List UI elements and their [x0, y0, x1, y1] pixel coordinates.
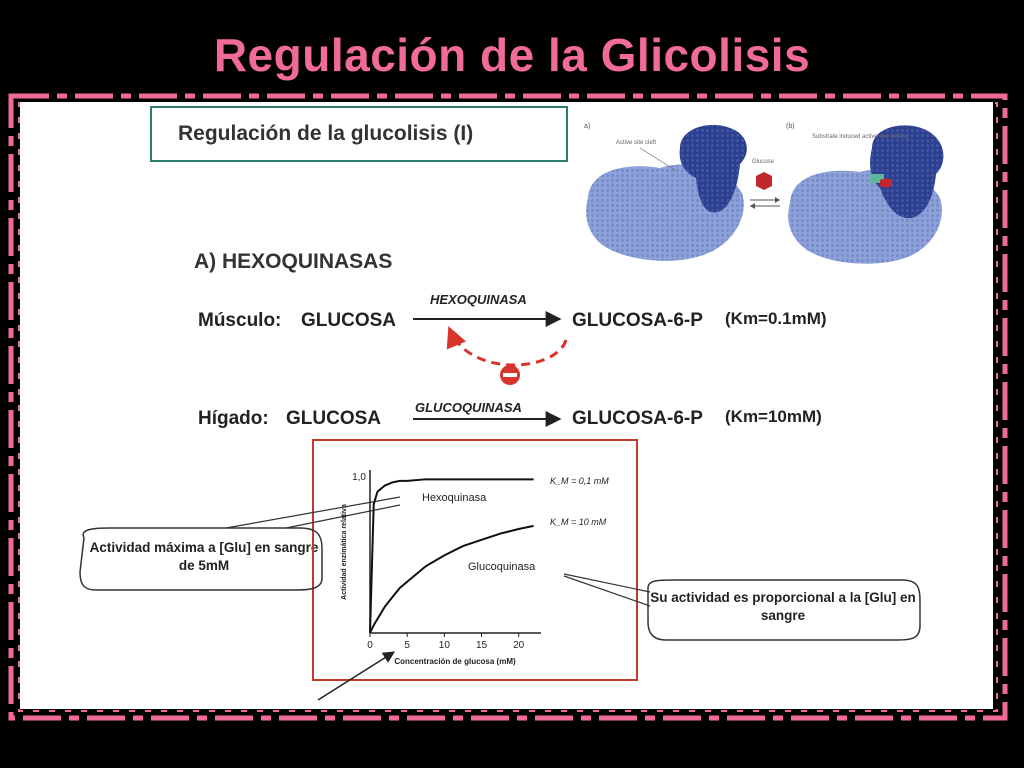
induced-fit-note: Substrate induced active site folding — [812, 134, 908, 140]
x-tick-label-5: 5 — [404, 640, 410, 651]
x-tick-label-0: 0 — [367, 640, 373, 651]
panel-b-label: (b) — [786, 123, 795, 130]
enzyme-activity-chart: 1,0 Actividad enzimática relativa Concen… — [341, 470, 609, 666]
glucose-molecule-icon — [756, 172, 772, 190]
liver-tissue-label: Hígado: — [198, 408, 269, 429]
liver-km-label: (Km=10mM) — [725, 407, 822, 426]
hexokinase-curve-label: Hexoquinasa — [422, 492, 487, 504]
x-tick-label-10: 10 — [439, 640, 451, 651]
five-mm-pointer-arrow — [317, 651, 396, 701]
bound-substrate-icon — [870, 174, 884, 183]
liver-product-label: GLUCOSA-6-P — [572, 408, 703, 429]
y-tick-label: 1,0 — [352, 472, 366, 483]
curve-glucoquinasa — [369, 524, 534, 634]
x-axis-label: Concentración de glucosa (mM) — [394, 657, 516, 666]
content-panel: Regulación de la glucolisis (I) A) HEXOQ… — [20, 102, 993, 709]
glucokinase-km-annotation: K_M = 10 mM — [550, 517, 607, 527]
y-axis-label: Actividad enzimática relativa — [341, 504, 348, 600]
muscle-product-label: GLUCOSA-6-P — [572, 310, 703, 331]
panel-a-label: a) — [584, 123, 590, 130]
section-title: Regulación de la glucolisis (I) — [178, 122, 474, 145]
section-heading: A) HEXOQUINASAS — [194, 250, 393, 273]
muscle-substrate-label: GLUCOSA — [301, 310, 396, 331]
hexokinase-label: HEXOQUINASA — [430, 292, 527, 307]
muscle-tissue-label: Músculo: — [198, 310, 282, 331]
x-tick-label-20: 20 — [513, 640, 525, 651]
right-callout-bubble — [647, 579, 921, 641]
x-tick-label-15: 15 — [476, 640, 488, 651]
glucokinase-curve-label: Glucoquinasa — [468, 561, 536, 573]
section-title-box: Regulación de la glucolisis (I) — [150, 106, 568, 162]
liver-substrate-label: GLUCOSA — [286, 408, 381, 429]
glucose-note: Glucose — [752, 159, 775, 165]
feedback-inhibition-arrow — [446, 326, 568, 367]
glucokinase-label: GLUCOQUINASA — [415, 400, 522, 415]
hexokinase-km-annotation: K_M = 0,1 mM — [550, 476, 609, 486]
right-callout-text: Su actividad es proporcional a la [Glu] … — [650, 590, 916, 623]
muscle-km-label: (Km=0.1mM) — [725, 309, 827, 328]
enzyme-activity-chart-frame — [312, 439, 638, 681]
active-site-note: Active site cleft — [616, 140, 656, 146]
hexokinase-structure-image: a) (b) Active site cleft Glucose Substra… — [584, 123, 944, 264]
curve-hexoquinasa — [369, 478, 534, 634]
left-callout-text: Actividad máxima a [Glu] en sangre de 5m… — [89, 540, 319, 573]
left-callout-bubble — [79, 527, 323, 591]
slide-title: Regulación de la Glicolisis — [213, 29, 811, 81]
